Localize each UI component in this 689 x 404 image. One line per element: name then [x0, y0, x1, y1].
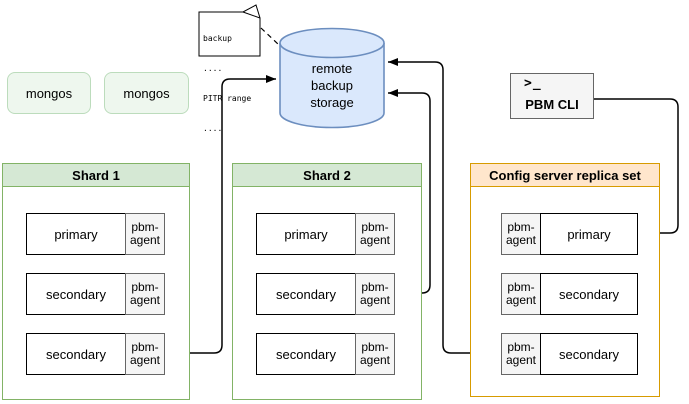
- config-server-container: Config server replica set pbm-agent prim…: [470, 163, 660, 397]
- cylinder-icon: [279, 27, 385, 129]
- member-node: primary: [26, 213, 126, 255]
- shard1-row-primary: primary pbm-agent: [26, 213, 165, 255]
- note-line: ....: [203, 124, 223, 133]
- pbm-agent-node: pbm-agent: [501, 333, 541, 375]
- backup-note: backup .... PITR range ....: [198, 3, 262, 133]
- member-node: secondary: [540, 333, 638, 375]
- pbm-agent-node: pbm-agent: [125, 213, 165, 255]
- note-icon: [198, 4, 261, 57]
- storage-label-line: storage: [310, 95, 354, 110]
- member-node: primary: [256, 213, 356, 255]
- shard1-title: Shard 1: [3, 164, 189, 187]
- pbm-cli-box: >_ PBM CLI: [510, 73, 594, 119]
- member-node: secondary: [256, 333, 356, 375]
- remote-backup-storage: remote backup storage: [279, 27, 385, 129]
- pbm-agent-node: pbm-agent: [501, 213, 541, 255]
- mongos-label: mongos: [25, 85, 73, 101]
- mongos-label: mongos: [123, 85, 170, 101]
- shard1-container: Shard 1 primary pbm-agent secondary pbm-…: [2, 163, 190, 400]
- pbm-agent-node: pbm-agent: [355, 213, 395, 255]
- member-node: secondary: [256, 273, 356, 315]
- shard2-row-secondary-1: secondary pbm-agent: [256, 273, 395, 315]
- pbm-agent-node: pbm-agent: [355, 333, 395, 375]
- note-line: backup: [203, 34, 232, 43]
- config-row-secondary-1: pbm-agent secondary: [501, 273, 638, 315]
- shard2-row-secondary-2: secondary pbm-agent: [256, 333, 395, 375]
- config-row-secondary-2: pbm-agent secondary: [501, 333, 638, 375]
- shard2-title: Shard 2: [233, 164, 421, 187]
- storage-label: remote backup storage: [279, 60, 385, 111]
- shard2-row-primary: primary pbm-agent: [256, 213, 395, 255]
- storage-label-line: remote: [311, 61, 353, 76]
- mongos-node-2: mongos: [104, 72, 189, 114]
- pbm-agent-node: pbm-agent: [125, 273, 165, 315]
- config-server-title: Config server replica set: [471, 164, 659, 187]
- shard2-container: Shard 2 primary pbm-agent secondary pbm-…: [232, 163, 422, 400]
- note-line: ....: [203, 64, 223, 73]
- mongos-node-1: mongos: [7, 72, 91, 114]
- note-text: backup .... PITR range ....: [203, 14, 251, 154]
- member-node: secondary: [540, 273, 638, 315]
- member-node: secondary: [26, 273, 126, 315]
- shard1-row-secondary-1: secondary pbm-agent: [26, 273, 165, 315]
- storage-label-line: backup: [311, 78, 353, 93]
- member-node: secondary: [26, 333, 126, 375]
- config-row-primary: pbm-agent primary: [501, 213, 638, 255]
- note-line: PITR range: [203, 94, 252, 103]
- pbm-agent-node: pbm-agent: [125, 333, 165, 375]
- shard1-row-secondary-2: secondary pbm-agent: [26, 333, 165, 375]
- pbm-cli-label: PBM CLI: [525, 97, 579, 112]
- member-node: primary: [540, 213, 638, 255]
- pbm-agent-node: pbm-agent: [501, 273, 541, 315]
- pbm-agent-node: pbm-agent: [355, 273, 395, 315]
- terminal-prompt-icon: >_: [524, 76, 542, 91]
